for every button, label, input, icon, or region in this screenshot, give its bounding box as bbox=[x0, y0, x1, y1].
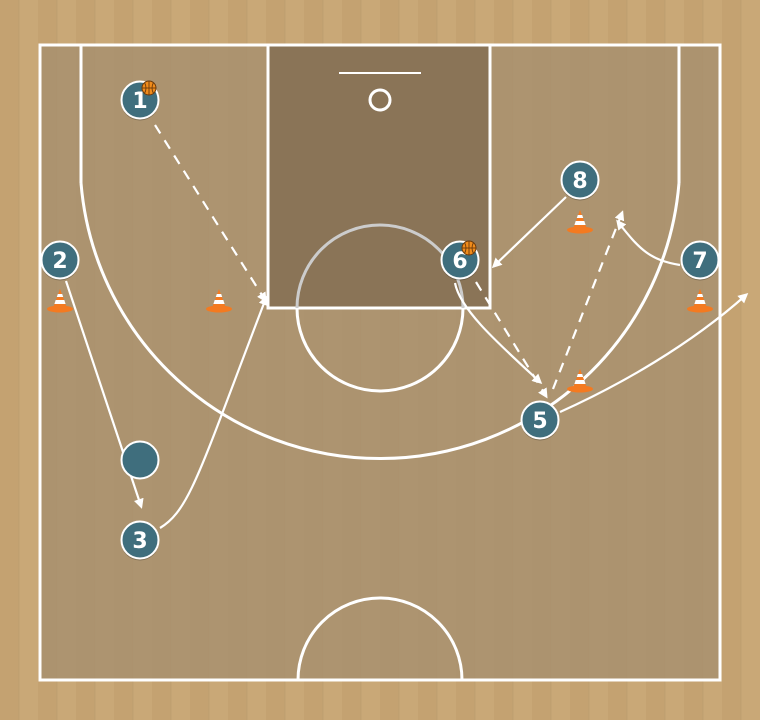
player-label: 8 bbox=[572, 169, 587, 194]
pass-path-5 bbox=[551, 210, 625, 390]
free-throw-circle-bottom bbox=[295, 307, 465, 393]
player-label: 7 bbox=[692, 249, 707, 274]
cone-4 bbox=[687, 289, 713, 313]
cut-path-7 bbox=[616, 219, 681, 267]
cone-5 bbox=[567, 369, 593, 393]
cone-2 bbox=[206, 289, 232, 313]
player-label: 6 bbox=[452, 249, 467, 274]
cut-path-6 bbox=[453, 282, 543, 385]
player-8: 8 bbox=[560, 160, 600, 201]
player-label: 3 bbox=[132, 529, 147, 554]
cone-marker-ring bbox=[120, 440, 160, 480]
cut-path-8 bbox=[491, 196, 567, 269]
rim bbox=[368, 88, 392, 112]
player-7: 7 bbox=[680, 240, 720, 281]
cut-path-5 bbox=[559, 293, 749, 414]
player-label: 1 bbox=[132, 89, 147, 114]
player-2: 2 bbox=[40, 240, 80, 281]
player-3: 3 bbox=[120, 520, 160, 561]
players: 1 2 3 5 6 7 8 bbox=[40, 80, 720, 561]
basketball-icon bbox=[141, 80, 157, 96]
cone-1 bbox=[47, 289, 73, 313]
basketball-icon bbox=[461, 240, 477, 256]
court-lines bbox=[38, 43, 722, 682]
court-boundary bbox=[38, 43, 722, 682]
player-5: 5 bbox=[520, 400, 560, 441]
player-label: 2 bbox=[52, 249, 67, 274]
cones bbox=[47, 210, 713, 480]
center-circle bbox=[296, 596, 464, 681]
cut-path-3 bbox=[159, 295, 269, 529]
cone-3 bbox=[567, 210, 593, 234]
player-label: 5 bbox=[532, 409, 547, 434]
player-6: 6 bbox=[440, 240, 480, 281]
three-point-arc bbox=[79, 182, 681, 461]
cone-marker-disc bbox=[121, 441, 159, 479]
play-paths bbox=[64, 124, 749, 529]
player-1: 1 bbox=[120, 80, 160, 121]
